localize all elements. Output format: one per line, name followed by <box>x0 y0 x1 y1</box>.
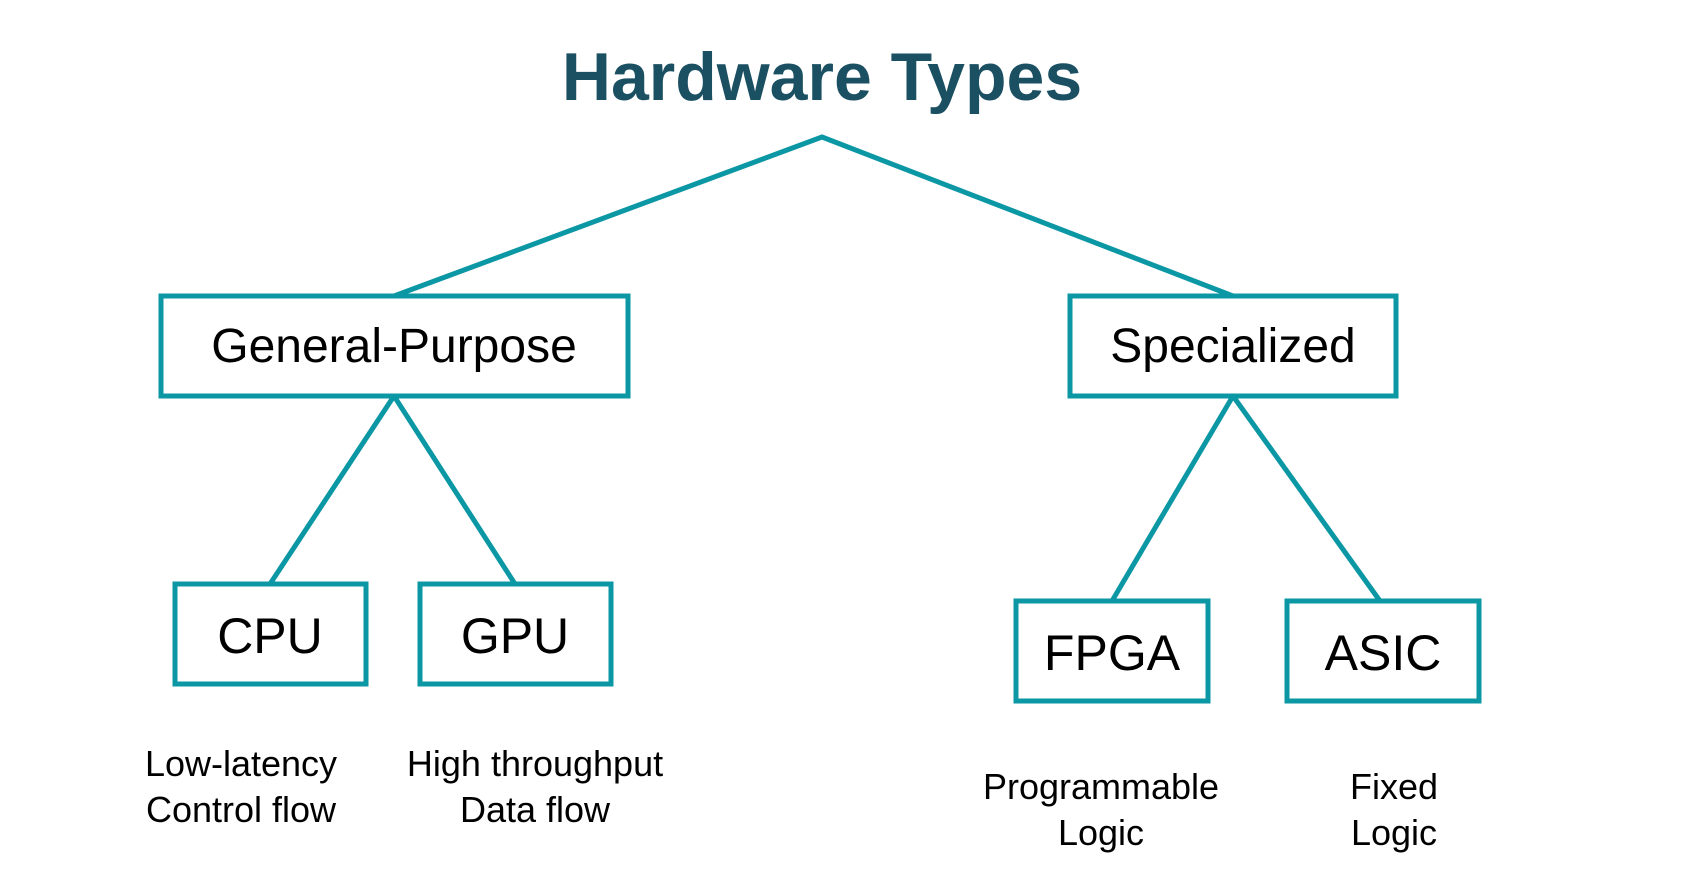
node-specialized: Specialized <box>1067 293 1399 399</box>
note-asic-line-2: Logic <box>1351 812 1437 853</box>
edge-general-purpose-to-cpu <box>267 393 397 587</box>
node-general-purpose: General-Purpose <box>158 293 631 399</box>
note-gpu-line-1: High throughput <box>407 743 663 784</box>
edge-general-purpose-to-gpu <box>391 393 518 587</box>
node-cpu-label: CPU <box>217 608 323 664</box>
note-gpu: High throughput Data flow <box>407 743 663 830</box>
node-asic-box <box>1284 598 1482 704</box>
node-fpga-label: FPGA <box>1044 625 1181 681</box>
note-gpu-line-2: Data flow <box>460 789 611 830</box>
node-general-purpose-box <box>158 293 631 399</box>
node-gpu: GPU <box>417 581 614 687</box>
note-fpga-line-1: Programmable <box>983 766 1219 807</box>
edge-specialized-to-fpga <box>1109 393 1236 604</box>
note-fpga-line-2: Logic <box>1058 812 1144 853</box>
node-asic-label: ASIC <box>1325 625 1442 681</box>
note-asic: Fixed Logic <box>1350 766 1438 853</box>
note-cpu-line-2: Control flow <box>146 789 337 830</box>
note-cpu: Low-latency Control flow <box>145 743 337 830</box>
note-cpu-line-1: Low-latency <box>145 743 337 784</box>
edge-root-to-general-purpose <box>391 134 825 299</box>
node-fpga-box <box>1013 598 1211 704</box>
node-gpu-box <box>417 581 614 687</box>
node-specialized-label: Specialized <box>1110 320 1355 373</box>
note-fpga: Programmable Logic <box>983 766 1219 853</box>
edge-root-to-specialized <box>819 134 1236 299</box>
node-specialized-box <box>1067 293 1399 399</box>
edge-specialized-to-asic <box>1230 393 1383 604</box>
node-asic: ASIC <box>1284 598 1482 704</box>
diagram-title: Hardware Types <box>562 39 1082 115</box>
node-general-purpose-label: General-Purpose <box>211 320 577 373</box>
note-asic-line-1: Fixed <box>1350 766 1438 807</box>
node-gpu-label: GPU <box>461 608 569 664</box>
node-fpga: FPGA <box>1013 598 1211 704</box>
node-cpu-box <box>172 581 369 687</box>
node-cpu: CPU <box>172 581 369 687</box>
